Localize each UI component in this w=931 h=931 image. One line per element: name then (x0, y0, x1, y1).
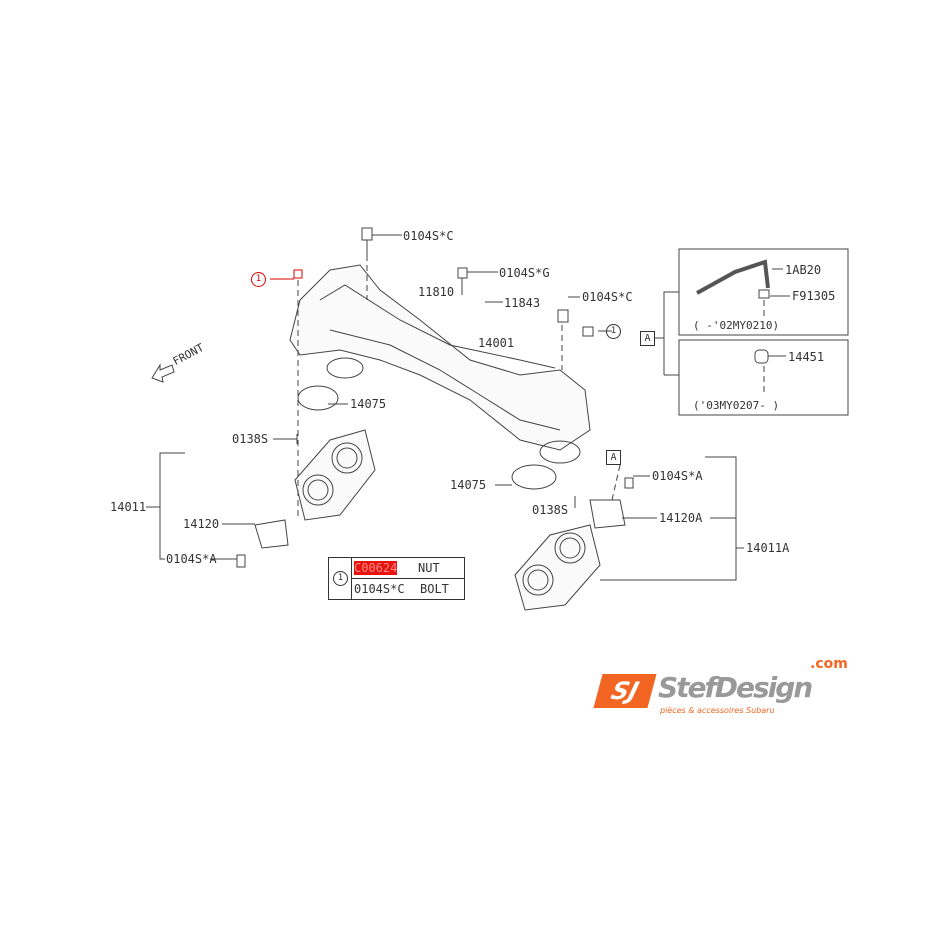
inset-bottom-range: ('03MY0207- ) (693, 399, 780, 412)
callout-throttle-left: 14011 (110, 500, 147, 514)
inset-top-range: ( -'02MY0210) (693, 319, 780, 332)
callout-14451: 14451 (788, 350, 825, 364)
circle-marker-1: 1 (606, 324, 621, 339)
callout-bolt-top: 0104S*C (403, 229, 454, 243)
legend-code: 0104S*C (354, 582, 405, 596)
callout-stud-right: 0138S (532, 503, 569, 517)
gasket-right (511, 464, 557, 490)
legend-name: NUT (418, 561, 440, 575)
legend-row: C00624 NUT (352, 558, 464, 579)
callout-gasket-right: 14075 (450, 478, 487, 492)
logo-brand: StefDesign (658, 671, 813, 704)
callout-throttle-right: 14011A (746, 541, 790, 555)
intake-manifold (289, 264, 591, 490)
callout-bolt-right: 0104S*C (582, 290, 633, 304)
clip-icon (758, 289, 770, 299)
legend-name: BOLT (420, 582, 449, 596)
callout-hose: 1AB20 (785, 263, 822, 277)
stefdesign-logo: SJ StefDesign .com pièces & accessoires … (593, 656, 858, 716)
circle-marker-1: 1 (251, 272, 266, 287)
circle-marker-1: 1 (333, 571, 348, 586)
callout-sensor-left: 14120 (183, 517, 220, 531)
callout-11843: 11843 (504, 296, 541, 310)
ref-marker-a: A (640, 331, 655, 346)
callout-clip: F91305 (792, 289, 836, 303)
legend-table: 1 C00624 NUT 0104S*C BOLT (328, 557, 465, 600)
logo-mark-icon: SJ (593, 674, 657, 708)
ref-marker-a: A (606, 450, 621, 465)
cap-icon (754, 349, 769, 364)
inset-box-early (678, 248, 849, 336)
legend-row: 0104S*C BOLT (352, 579, 464, 599)
legend-code: C00624 (354, 561, 398, 575)
throttle-body-left (254, 429, 376, 549)
gasket-left (297, 385, 339, 411)
callout-bolt-g: 0104S*G (499, 266, 550, 280)
callout-sensor-right: 14120A (659, 511, 703, 525)
callout-manifold: 14001 (478, 336, 515, 350)
callout-bolt-a-left: 0104S*A (166, 552, 217, 566)
legend-marker-cell: 1 (329, 558, 352, 599)
logo-tagline: pièces & accessoires Subaru (660, 706, 775, 715)
inset-box-late (678, 339, 849, 416)
callout-gasket-left: 14075 (350, 397, 387, 411)
front-arrow-icon (151, 363, 175, 383)
callout-bolt-a-right: 0104S*A (652, 469, 703, 483)
callout-11810: 11810 (418, 285, 455, 299)
callout-stud-left: 0138S (232, 432, 269, 446)
throttle-body-right (514, 499, 626, 611)
hose-icon (696, 259, 770, 295)
logo-tld: .com (810, 656, 848, 672)
